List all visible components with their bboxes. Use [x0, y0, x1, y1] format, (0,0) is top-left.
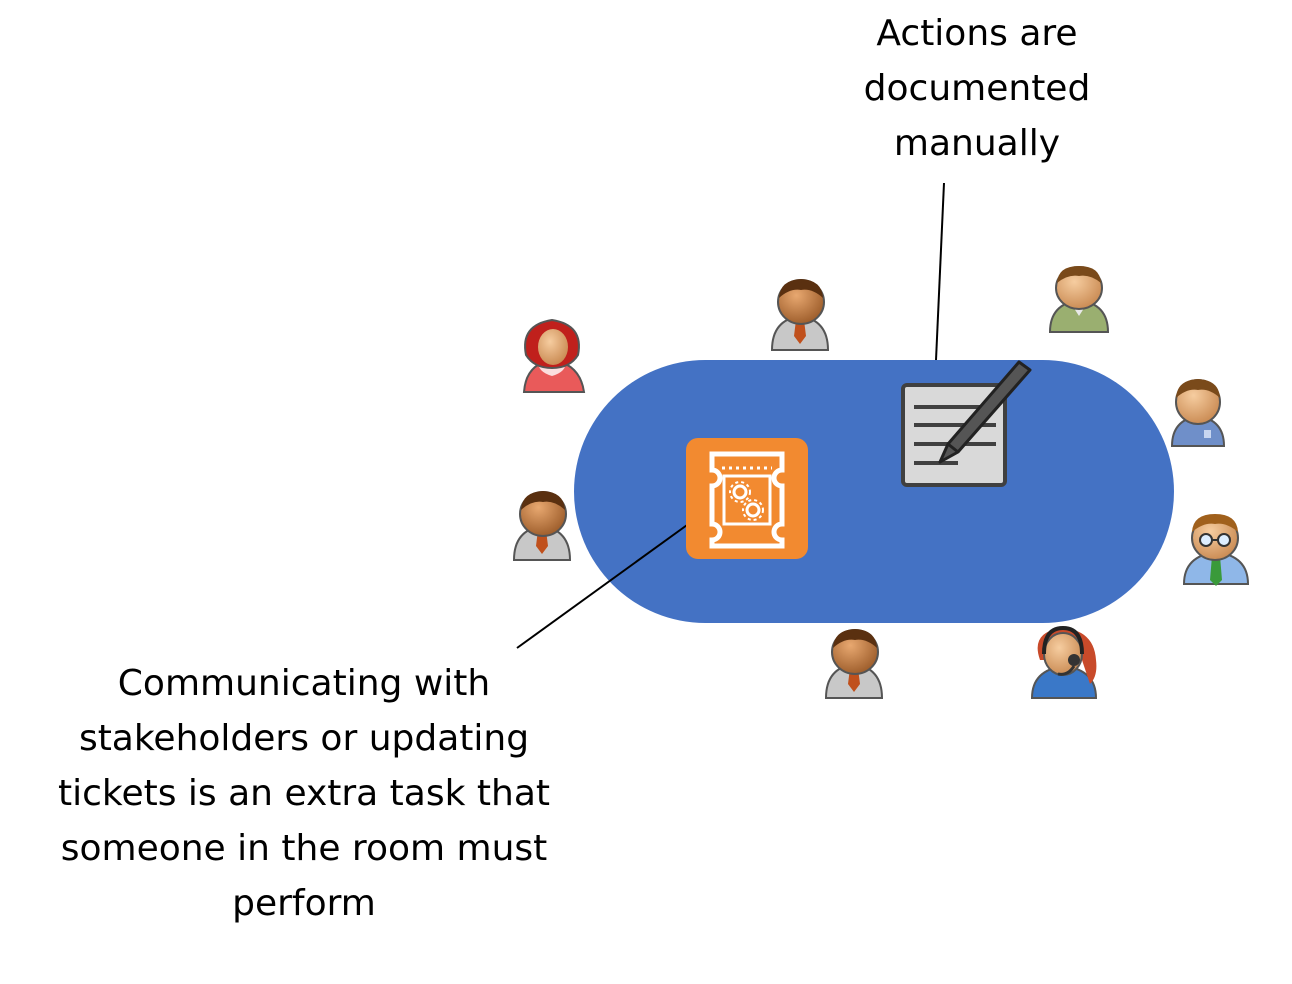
woman-headset-icon: [1030, 625, 1098, 699]
man-grey-tie-icon: [770, 279, 830, 351]
ticket-gears-icon: [686, 438, 808, 559]
callout-line: manually: [893, 123, 1061, 164]
callout-line: tickets is an extra task that: [57, 773, 551, 814]
callout-actions-documented: Actions are documented manually: [820, 6, 1134, 171]
callout-line: someone in the room must: [60, 828, 548, 869]
leader-line-top: [935, 182, 945, 361]
callout-line: Communicating with: [117, 663, 491, 704]
callout-line: stakeholders or updating: [78, 718, 530, 759]
notepad-pencil-icon: [901, 360, 1032, 487]
man-blue-icon: [1170, 379, 1226, 447]
man-grey-tie-icon: [512, 491, 572, 561]
man-glasses-icon: [1182, 514, 1250, 586]
man-green-icon: [1048, 266, 1110, 333]
man-grey-tie-icon: [824, 629, 884, 699]
meeting-table: [574, 360, 1174, 623]
callout-line: documented: [863, 68, 1091, 109]
callout-communicating-stakeholders: Communicating with stakeholders or updat…: [20, 656, 588, 931]
callout-line: Actions are: [876, 13, 1078, 54]
leader-line-bottom: [516, 519, 695, 649]
callout-line: perform: [232, 883, 376, 924]
woman-red-icon: [522, 318, 586, 393]
